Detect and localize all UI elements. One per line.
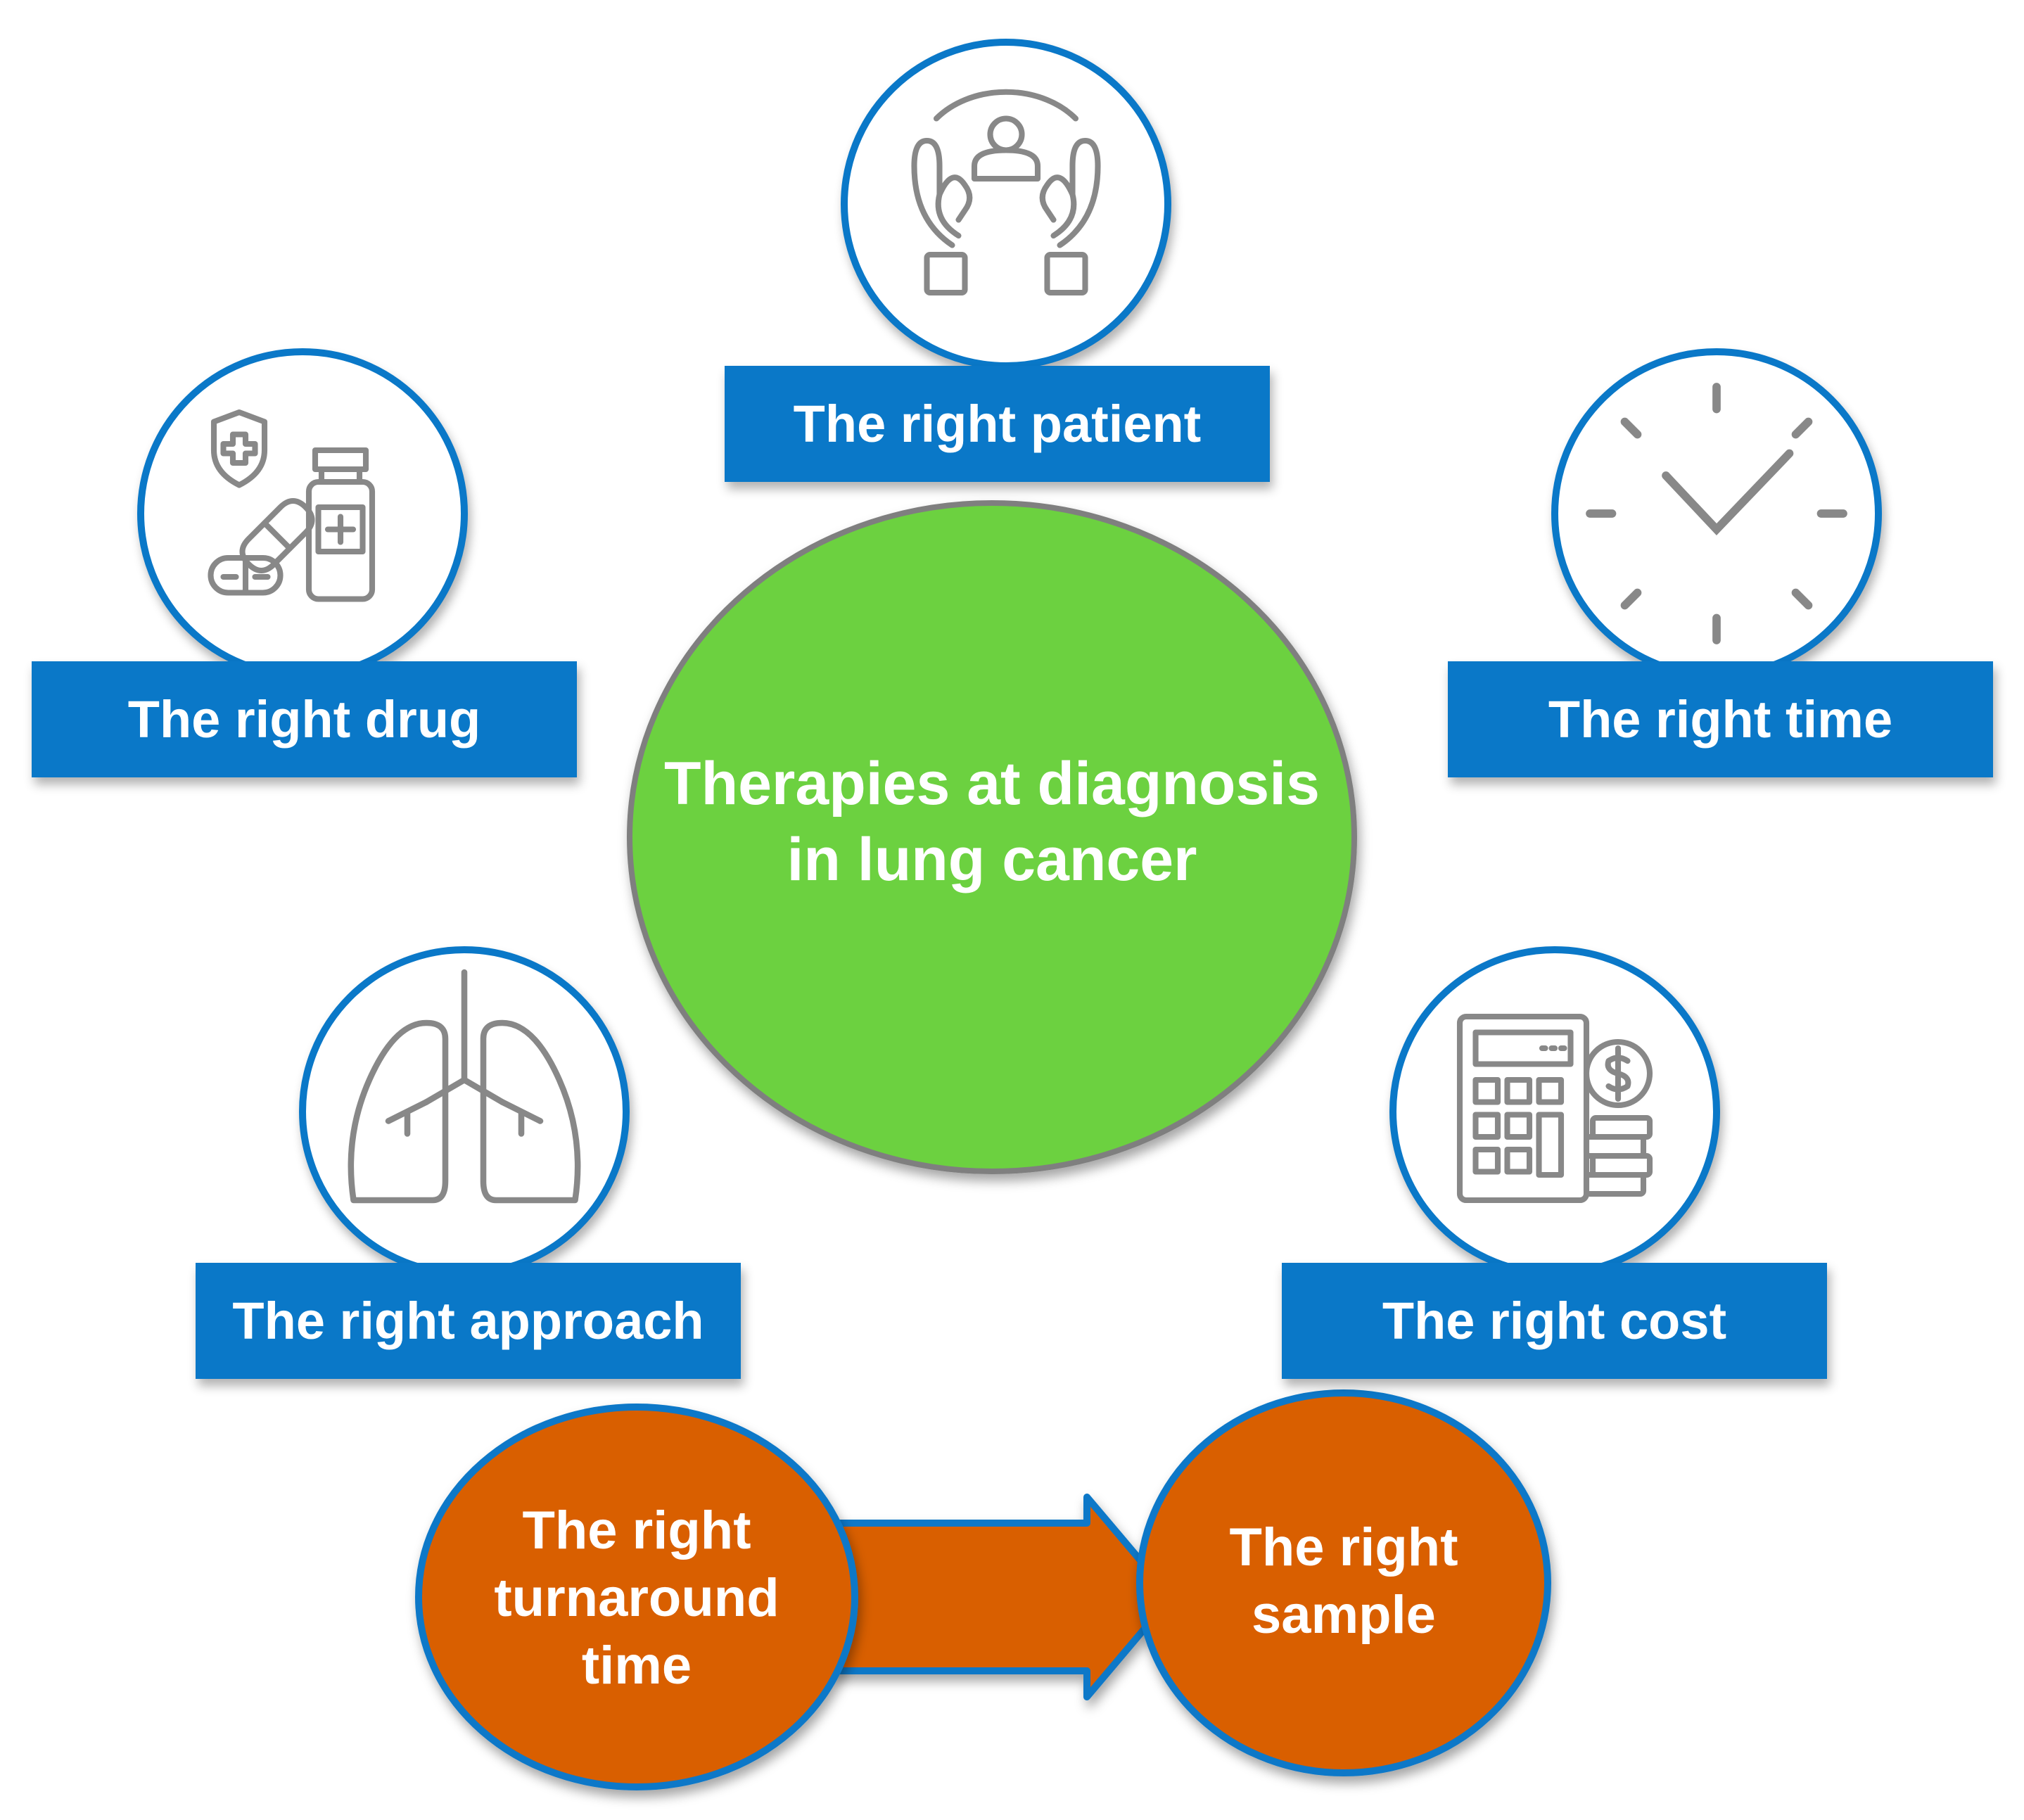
calculator-cost-icon — [1456, 1013, 1653, 1204]
label-right-cost: The right cost — [1282, 1263, 1827, 1379]
drug-icon-circle — [137, 348, 468, 679]
medication-icon — [208, 409, 376, 602]
cost-icon-circle — [1389, 946, 1720, 1277]
turnaround-line3: time — [581, 1636, 692, 1695]
turnaround-line2: turnaround — [494, 1568, 779, 1628]
label-right-drug: The right drug — [32, 661, 577, 777]
label-right-patient: The right patient — [725, 366, 1270, 482]
center-title-line1: Therapies at diagnosis — [664, 750, 1320, 817]
sample-line1: The right — [1229, 1517, 1458, 1577]
turnaround-line1: The right — [522, 1501, 751, 1560]
sample-circle — [1136, 1389, 1551, 1776]
sample-line2: sample — [1252, 1585, 1436, 1645]
sample-text: The right sample — [1147, 1514, 1541, 1649]
label-right-approach: The right approach — [196, 1263, 741, 1379]
center-title-line2: in lung cancer — [787, 826, 1197, 893]
turnaround-circle — [415, 1404, 858, 1790]
label-right-time: The right time — [1448, 661, 1993, 777]
approach-icon-circle — [299, 946, 630, 1277]
turnaround-text: The right turnaround time — [422, 1497, 851, 1700]
flow-arrow — [830, 1494, 1175, 1700]
patient-care-icon — [911, 89, 1101, 296]
clock-icon — [1586, 383, 1847, 644]
time-icon-circle — [1551, 348, 1882, 679]
lungs-icon — [348, 969, 581, 1204]
center-title: Therapies at diagnosis in lung cancer — [626, 746, 1358, 898]
patient-icon-circle — [841, 39, 1171, 369]
center-circle — [627, 500, 1357, 1174]
